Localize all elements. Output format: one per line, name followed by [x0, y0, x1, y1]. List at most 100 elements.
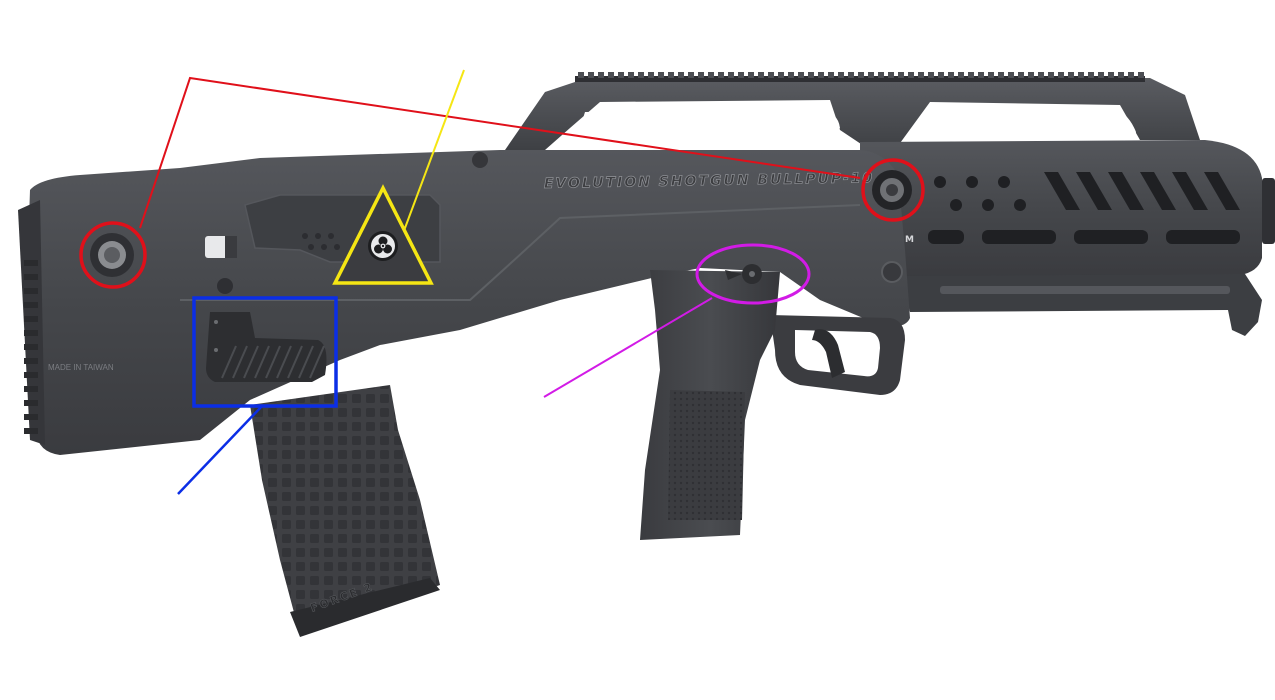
rail-tooth [638, 72, 644, 78]
paddle-ridge [243, 345, 259, 379]
paddle-ridge [232, 345, 248, 379]
blue-rectangle [192, 296, 338, 408]
rail-tooth [868, 72, 874, 78]
butt-rib [24, 316, 38, 322]
rail-tooth [1028, 72, 1034, 78]
butt-rib [24, 344, 38, 350]
butt-rib [24, 414, 38, 420]
paddle-ridge [298, 345, 314, 379]
shotgun: M [18, 72, 1275, 637]
barrel-muzzle [1262, 178, 1275, 244]
trigger [812, 329, 845, 378]
handle-window-front [912, 108, 1136, 140]
rail-tooth [1078, 72, 1084, 78]
rail-tooth [788, 72, 794, 78]
rail-tooth [648, 72, 654, 78]
blue-annotation [177, 296, 338, 495]
carry-handle [505, 78, 1200, 150]
rail-tooth [718, 72, 724, 78]
paddle-ridge [221, 345, 237, 379]
rail-tooth [708, 72, 714, 78]
rail-tooth [578, 72, 584, 78]
handguard [860, 140, 1262, 278]
butt-rib [24, 330, 38, 336]
rail-tooth [908, 72, 914, 78]
magenta-annotation [543, 243, 811, 398]
rail-tooth [988, 72, 994, 78]
rail-tooth [848, 72, 854, 78]
barrel-tube [900, 274, 1262, 336]
butt-rib [24, 302, 38, 308]
red-annotation [79, 76, 925, 289]
rail-tooth [978, 72, 984, 78]
rail-tooth [748, 72, 754, 78]
rail-tooth [738, 72, 744, 78]
rail-tooth [968, 72, 974, 78]
rail-tooth [668, 72, 674, 78]
rail-tooth [878, 72, 884, 78]
rail-tooth [838, 72, 844, 78]
handguard-logo: M [905, 235, 914, 245]
rail-tooth [1038, 72, 1044, 78]
paddle-ridge [254, 345, 270, 379]
receiver-body [28, 150, 910, 455]
rail-tooth [618, 72, 624, 78]
butt-rib [24, 260, 38, 266]
rail-tooth [958, 72, 964, 78]
butt-rib [24, 288, 38, 294]
rail-tooth [998, 72, 1004, 78]
rail-tooth [698, 72, 704, 78]
rail-tooth [678, 72, 684, 78]
rail-tooth [1068, 72, 1074, 78]
butt-rib [24, 372, 38, 378]
red-circle-front [861, 158, 925, 222]
rail-tooth [628, 72, 634, 78]
safety-selector [725, 264, 762, 284]
rail-tooth [898, 72, 904, 78]
butt-pad [18, 200, 45, 445]
annotations [79, 69, 925, 495]
handguard-vents [928, 172, 1240, 244]
top-rail [575, 76, 1145, 82]
model-engraving: EVOLUTION SHOTGUN BULLPUP-10 [544, 170, 875, 192]
rail-tooth [778, 72, 784, 78]
rail-tooth [828, 72, 834, 78]
biohazard-icon [368, 231, 398, 261]
rail-tooth [938, 72, 944, 78]
rail-tooth [1138, 72, 1144, 78]
magazine-release-paddle [206, 312, 327, 382]
rail-tooth [588, 72, 594, 78]
rail-tooth [808, 72, 814, 78]
paddle-ridge [276, 345, 292, 379]
rail-tooth [1118, 72, 1124, 78]
front-takedown-pin [872, 170, 912, 210]
butt-rib [24, 428, 38, 434]
rail-tooth [1058, 72, 1064, 78]
rail-tooth [888, 72, 894, 78]
paddle-ridge [287, 345, 303, 379]
rail-tooth [928, 72, 934, 78]
rail-tooth [758, 72, 764, 78]
paddle-ridge [309, 345, 325, 379]
rear-takedown-pin [90, 233, 134, 277]
rail-tooth [658, 72, 664, 78]
rail-tooth [858, 72, 864, 78]
paddle-ridge [265, 345, 281, 379]
origin-engraving: MADE IN TAIWAN [48, 363, 114, 372]
rail-tooth [608, 72, 614, 78]
rail-tooth [1108, 72, 1114, 78]
rail-tooth [728, 72, 734, 78]
rail-tooth [1128, 72, 1134, 78]
rail-tooth [1048, 72, 1054, 78]
rail-tooth [798, 72, 804, 78]
panel-dots [302, 233, 340, 250]
trigger-guard [770, 315, 905, 395]
rail-tooth [918, 72, 924, 78]
butt-rib [24, 358, 38, 364]
rail-tooth [688, 72, 694, 78]
rail-tooth [768, 72, 774, 78]
butt-rib [24, 386, 38, 392]
handle-window-rear [580, 110, 840, 140]
rail-tooth [948, 72, 954, 78]
